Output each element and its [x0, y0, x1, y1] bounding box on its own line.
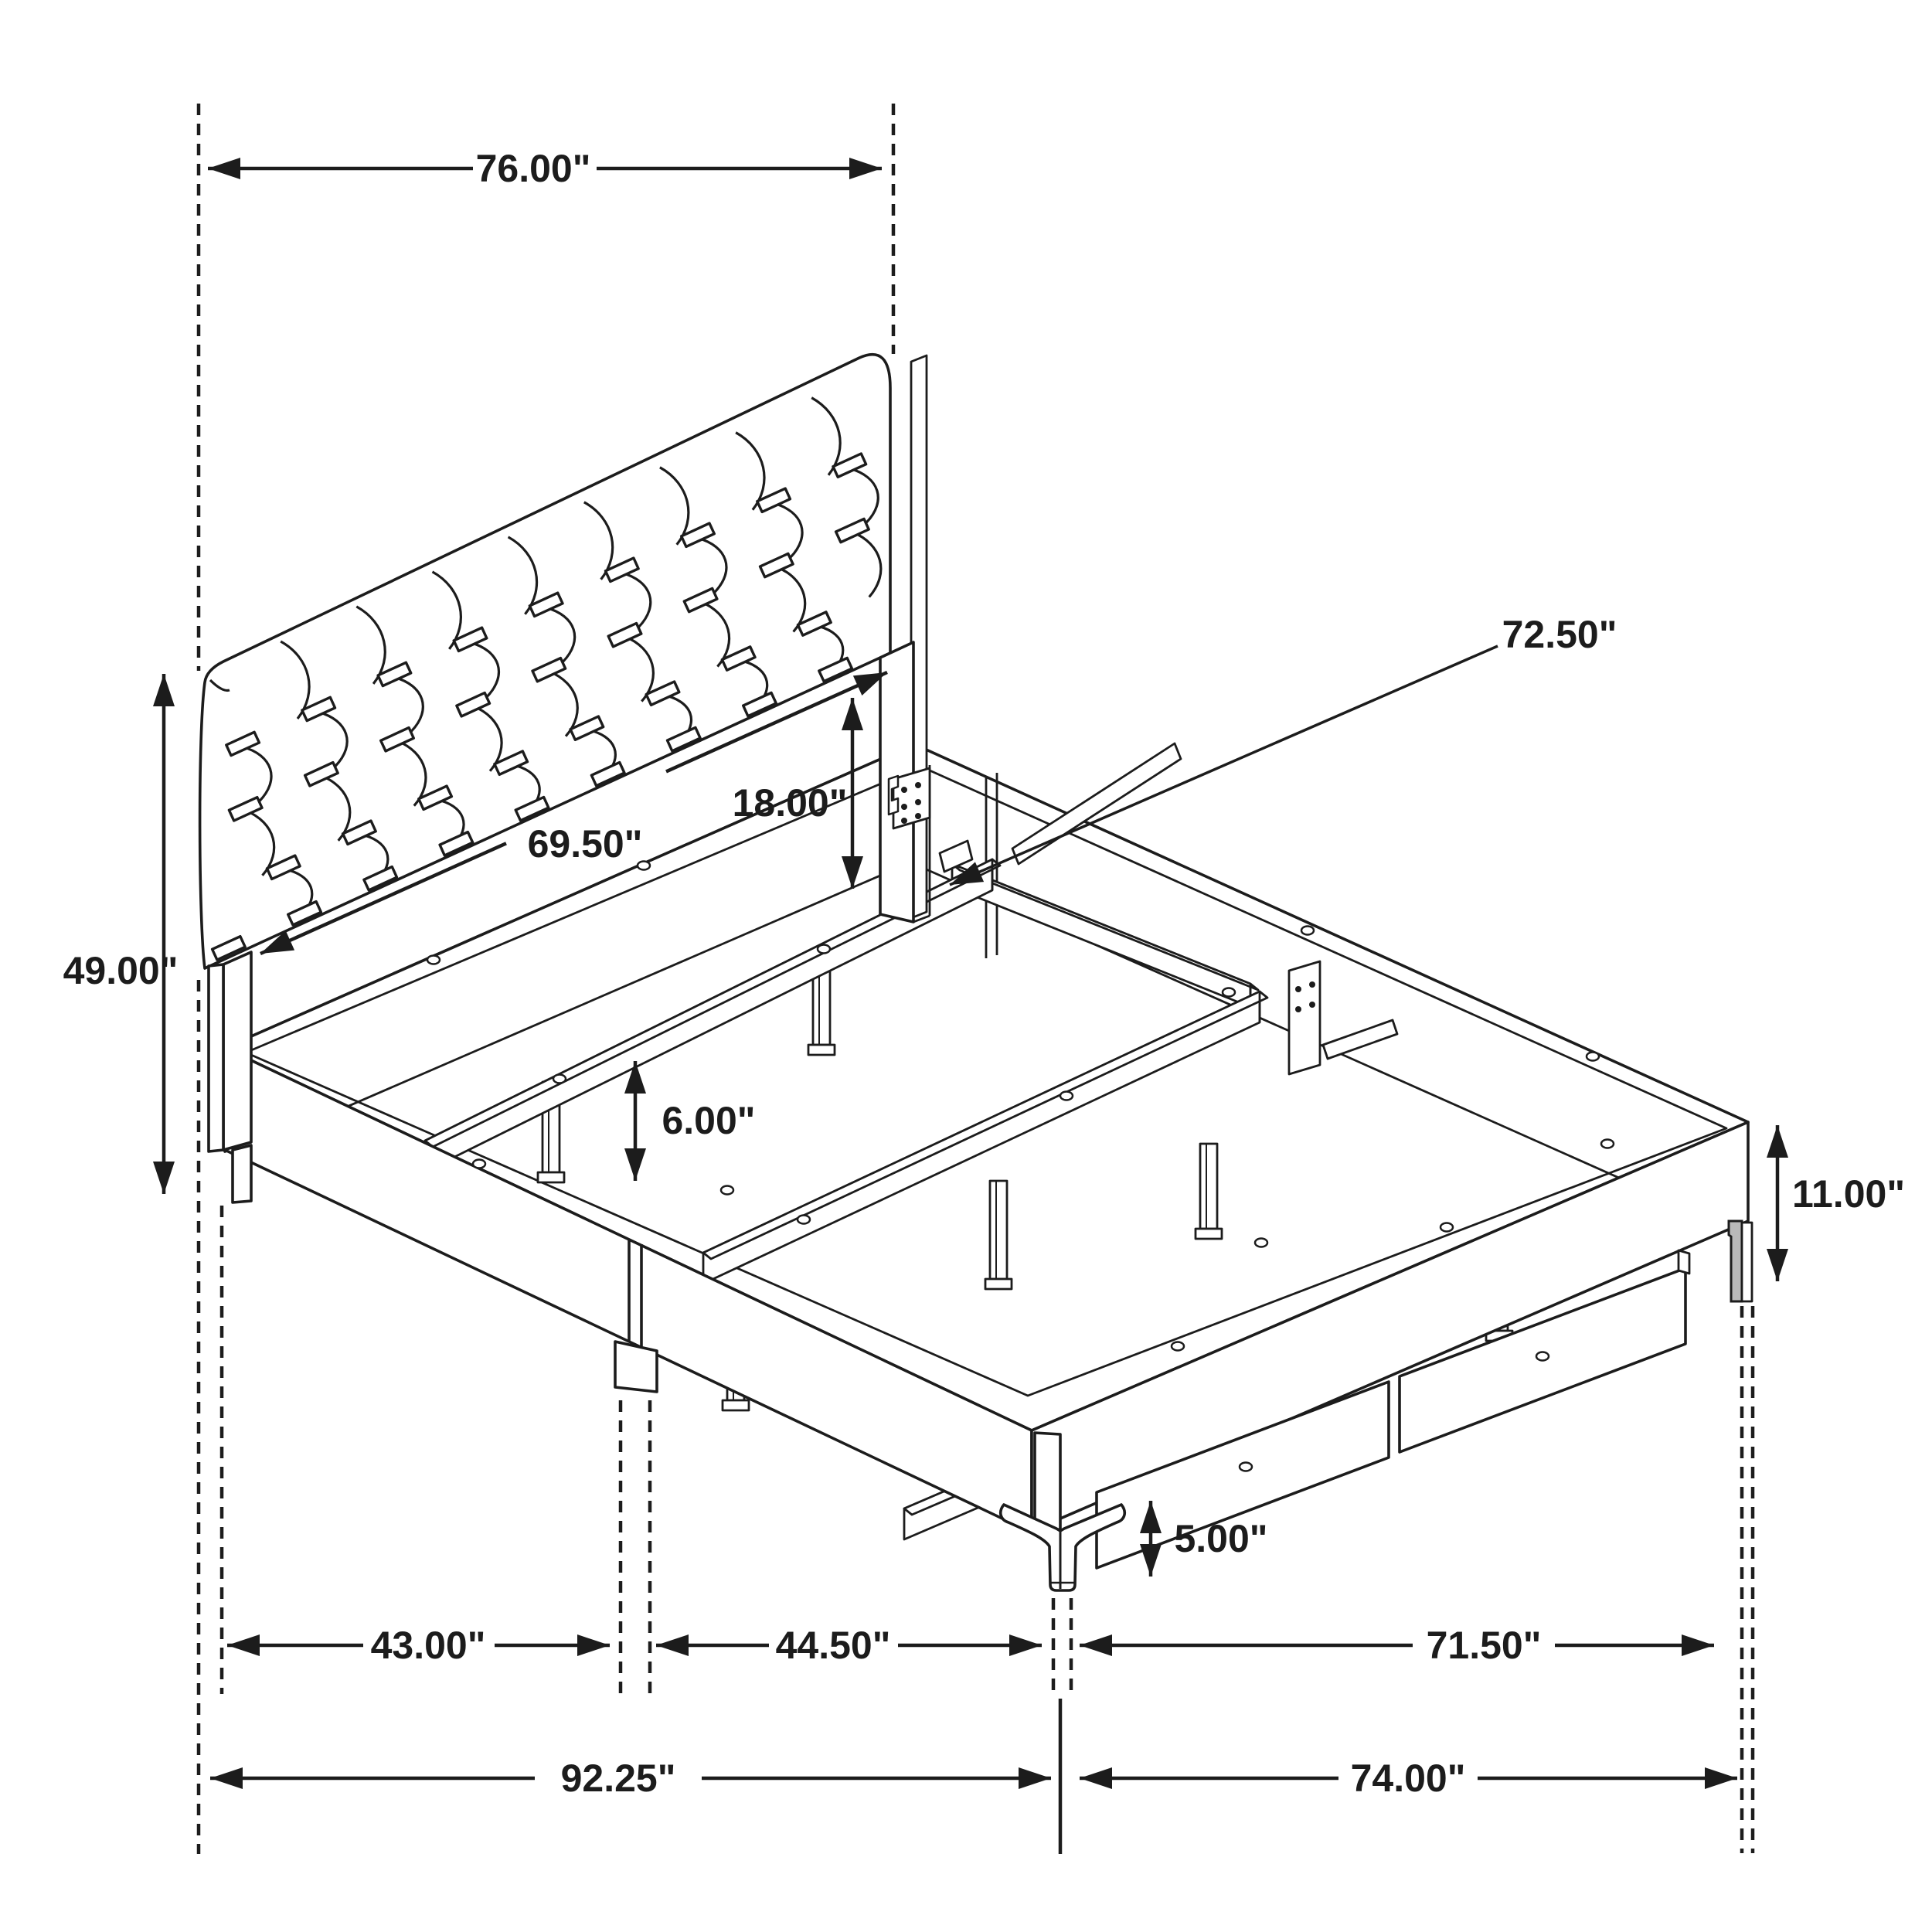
svg-text:44.50": 44.50" — [776, 1624, 891, 1667]
svg-text:72.50": 72.50" — [1502, 613, 1617, 656]
svg-text:74.00": 74.00" — [1351, 1757, 1466, 1800]
svg-text:18.00": 18.00" — [733, 781, 848, 825]
svg-text:92.25": 92.25" — [561, 1757, 676, 1800]
svg-text:6.00": 6.00" — [662, 1099, 755, 1142]
svg-text:11.00": 11.00" — [1792, 1172, 1905, 1216]
svg-text:49.00": 49.00" — [63, 949, 179, 992]
svg-text:69.50": 69.50" — [528, 822, 643, 866]
svg-text:76.00": 76.00" — [476, 147, 591, 190]
svg-text:43.00": 43.00" — [371, 1624, 486, 1667]
svg-text:5.00": 5.00" — [1174, 1517, 1267, 1560]
svg-text:71.50": 71.50" — [1427, 1624, 1542, 1667]
